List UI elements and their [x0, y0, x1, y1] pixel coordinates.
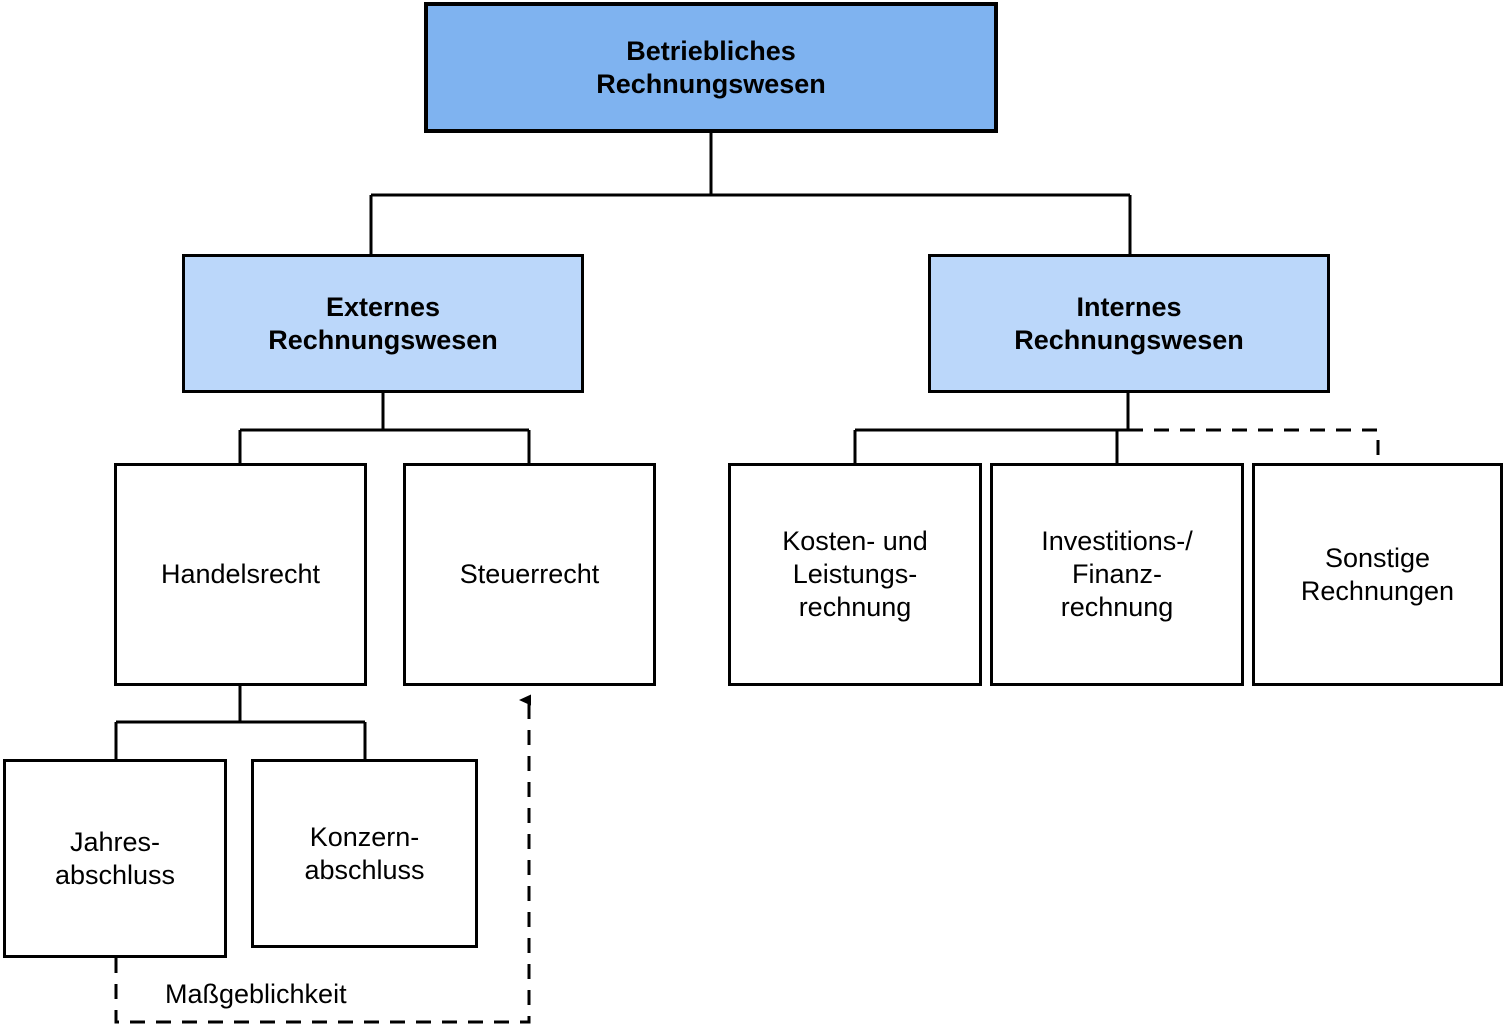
edge-internes-to-sonstige-dashed [1128, 428, 1380, 463]
node-kosten-und-leistungsrechnung[interactable]: Kosten- und Leistungs- rechnung [728, 463, 982, 686]
node-label-root: Betriebliches Rechnungswesen [596, 35, 826, 99]
edge-label-massgeblichkeit: Maßgeblichkeit [160, 979, 352, 1010]
node-label-handelsrecht: Handelsrecht [160, 559, 321, 590]
node-label-internes: Internes Rechnungswesen [1014, 291, 1244, 355]
node-jahresabschluss[interactable]: Jahres- abschluss [3, 759, 227, 958]
node-externes-rechnungswesen[interactable]: Externes Rechnungswesen [182, 254, 584, 393]
node-label-kosten-leistung: Kosten- und Leistungs- rechnung [782, 526, 928, 622]
node-label-investition-finanz: Investitions-/ Finanz- rechnung [1041, 526, 1193, 622]
node-label-jahresabschluss: Jahres- abschluss [54, 826, 176, 890]
node-investitions-finanzrechnung[interactable]: Investitions-/ Finanz- rechnung [990, 463, 1244, 686]
node-sonstige-rechnungen[interactable]: Sonstige Rechnungen [1252, 463, 1503, 686]
node-konzernabschluss[interactable]: Konzern- abschluss [251, 759, 478, 948]
edge-massgeblichkeit-dashed [114, 694, 531, 1024]
node-internes-rechnungswesen[interactable]: Internes Rechnungswesen [928, 254, 1330, 393]
node-handelsrecht[interactable]: Handelsrecht [114, 463, 367, 686]
node-label-sonstige: Sonstige Rechnungen [1300, 542, 1455, 606]
node-label-externes: Externes Rechnungswesen [268, 291, 498, 355]
node-label-steuerrecht: Steuerrecht [459, 559, 600, 590]
node-steuerrecht[interactable]: Steuerrecht [403, 463, 656, 686]
node-label-konzernabschluss: Konzern- abschluss [304, 821, 425, 885]
node-betriebliches-rechnungswesen[interactable]: Betriebliches Rechnungswesen [424, 2, 998, 133]
